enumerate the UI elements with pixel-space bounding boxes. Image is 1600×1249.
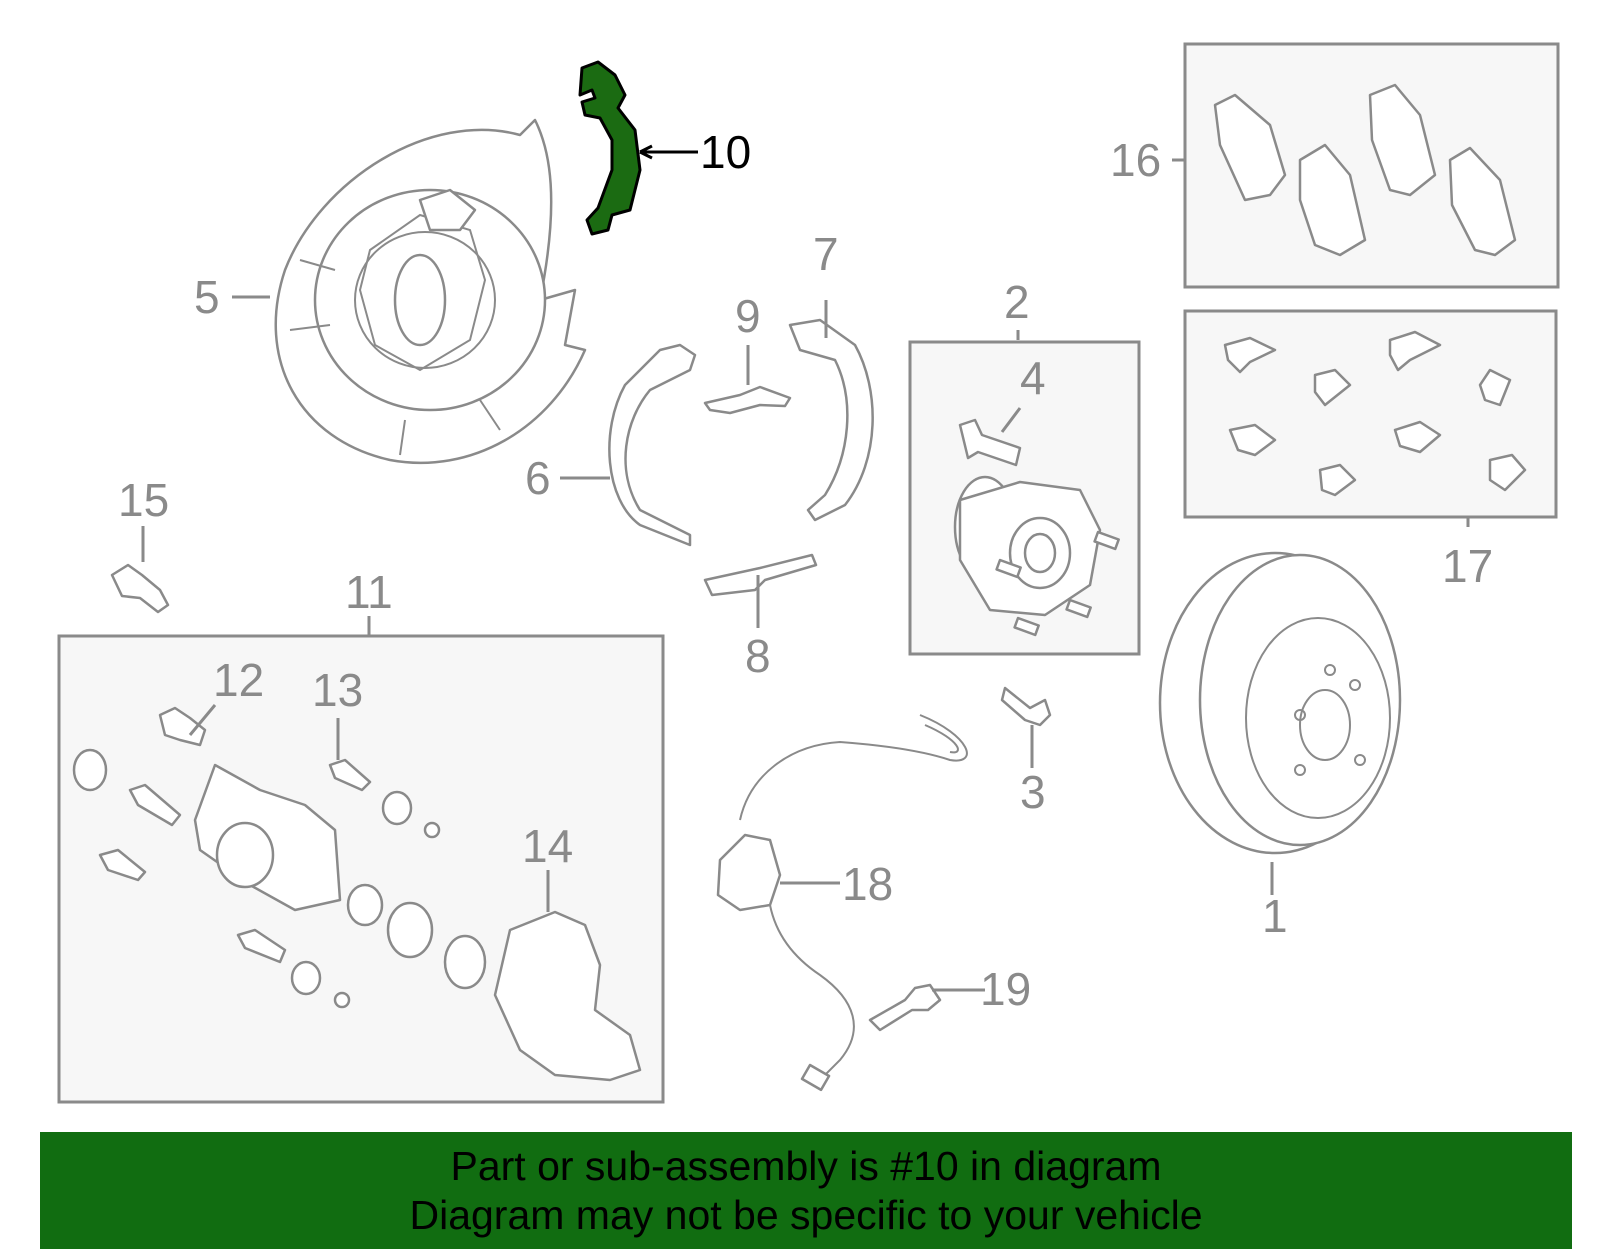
part-bolt-4[interactable]	[958, 418, 1022, 467]
callout-15: 15	[118, 474, 169, 526]
part-10-parking-brake-lever[interactable]	[578, 60, 642, 236]
part-brake-shoe-right[interactable]	[788, 318, 874, 522]
part-abs-sensor[interactable]	[716, 714, 968, 1092]
callout-labels: 1 2 3 4 5 6 7 8 9 10 11 12 13 14 15 16 1…	[118, 126, 1493, 1015]
callout-12: 12	[213, 654, 264, 706]
callout-11: 11	[345, 566, 393, 618]
part-brake-shoe-left[interactable]	[608, 343, 697, 547]
callout-1: 1	[1262, 890, 1288, 942]
part-bolt-15[interactable]	[110, 563, 170, 614]
callout-4: 4	[1020, 352, 1046, 404]
callout-17: 17	[1442, 540, 1493, 592]
part-brake-pads[interactable]	[1213, 83, 1517, 257]
banner-line-1: Part or sub-assembly is #10 in diagram	[450, 1143, 1162, 1189]
part-pad-clips[interactable]	[1223, 330, 1527, 497]
callout-2: 2	[1004, 276, 1030, 328]
callout-10: 10	[700, 126, 751, 178]
callout-3: 3	[1020, 766, 1046, 818]
callout-8: 8	[745, 630, 771, 682]
callout-5: 5	[194, 271, 220, 323]
part-bolt-3[interactable]	[1000, 686, 1052, 727]
part-backing-plate[interactable]	[274, 118, 587, 465]
callout-13: 13	[312, 664, 363, 716]
part-caliper-assembly[interactable]	[72, 706, 642, 1082]
part-hub-bearing[interactable]	[953, 475, 1120, 637]
callout-16: 16	[1110, 134, 1161, 186]
part-brake-rotor[interactable]	[1158, 551, 1402, 855]
callout-7: 7	[813, 228, 839, 280]
callout-19: 19	[980, 963, 1031, 1015]
leader-lines	[141, 144, 1470, 992]
callout-14: 14	[522, 820, 573, 872]
info-banner: Part or sub-assembly is #10 in diagram D…	[40, 1132, 1572, 1249]
callout-18: 18	[842, 858, 893, 910]
callout-6: 6	[525, 452, 551, 504]
part-spring[interactable]	[703, 385, 792, 415]
part-bolt-19[interactable]	[868, 983, 942, 1032]
callout-9: 9	[735, 290, 761, 342]
part-adjuster[interactable]	[703, 553, 818, 597]
banner-line-2: Diagram may not be specific to your vehi…	[409, 1192, 1203, 1238]
